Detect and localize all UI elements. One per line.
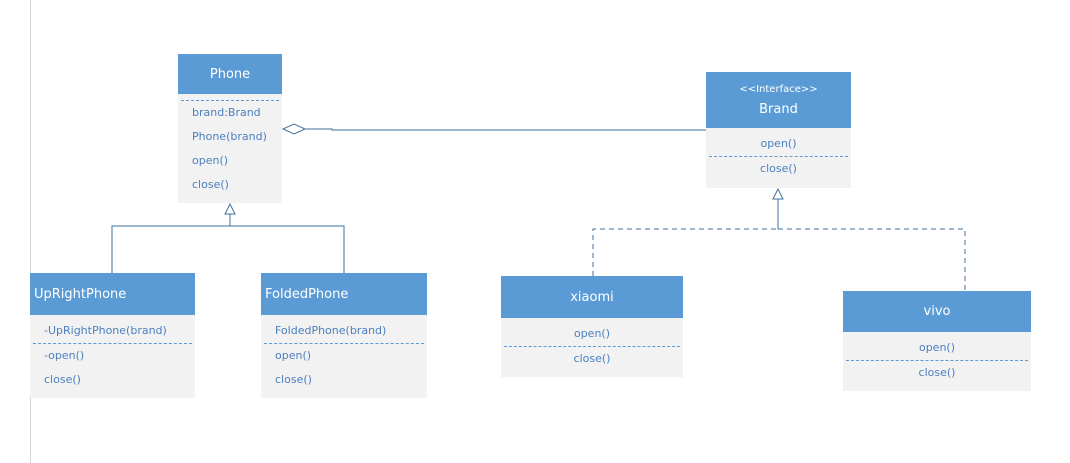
realization-line-vivo[interactable] (778, 228, 966, 290)
method-open: open() (275, 349, 312, 362)
method-close: close() (192, 178, 229, 191)
class-name: vivo (923, 304, 951, 319)
method-close: close() (760, 162, 797, 175)
class-folded-phone[interactable]: FoldedPhone FoldedPhone(brand) open() cl… (261, 273, 427, 398)
method-open: open() (760, 137, 797, 150)
method-open: open() (573, 327, 611, 340)
realization-line-xiaomi[interactable] (592, 228, 778, 276)
aggregation-line[interactable] (305, 128, 706, 131)
class-upright-phone-header: UpRightPhone (30, 273, 195, 315)
separator (181, 100, 279, 101)
class-vivo[interactable]: vivo open() close() (843, 291, 1031, 391)
class-phone[interactable]: Phone brand:Brand Phone(brand) open() cl… (178, 54, 282, 203)
inheritance-line-upright[interactable] (111, 225, 230, 273)
class-brand-header: <<Interface>> Brand (706, 72, 851, 128)
method-open: -open() (44, 349, 85, 362)
method-constructor: -UpRightPhone(brand) (44, 324, 167, 337)
class-xiaomi-header: xiaomi (501, 276, 683, 318)
class-upright-phone[interactable]: UpRightPhone -UpRightPhone(brand) -open(… (30, 273, 195, 398)
method-close: close() (918, 366, 956, 379)
separator (264, 343, 424, 344)
method-constructor: FoldedPhone(brand) (275, 324, 387, 337)
method-close: close() (44, 373, 81, 386)
page-margin (0, 0, 31, 463)
class-xiaomi[interactable]: xiaomi open() close() (501, 276, 683, 377)
method-open: open() (918, 341, 956, 354)
separator (709, 156, 848, 157)
attribute-brand: brand:Brand (192, 106, 261, 119)
aggregation-diamond (281, 123, 307, 135)
class-name: Brand (759, 101, 798, 117)
separator (846, 360, 1028, 361)
method-constructor: Phone(brand) (192, 130, 267, 143)
class-name: xiaomi (570, 289, 614, 305)
separator (33, 343, 192, 344)
class-name: Phone (209, 66, 251, 82)
stereotype-label: <<Interface>> (739, 83, 818, 95)
separator (504, 346, 680, 347)
class-phone-header: Phone (178, 54, 282, 94)
class-brand[interactable]: <<Interface>> Brand open() close() (706, 72, 851, 188)
inheritance-arrow-phone (224, 202, 236, 215)
method-open: open() (192, 154, 229, 167)
method-close: close() (275, 373, 312, 386)
class-name: UpRightPhone (34, 286, 127, 302)
method-close: close() (573, 352, 611, 365)
class-vivo-header: vivo (843, 291, 1031, 332)
class-name: FoldedPhone (265, 286, 349, 302)
realization-arrow-brand (772, 187, 784, 200)
class-folded-phone-header: FoldedPhone (261, 273, 427, 315)
inheritance-line-folded[interactable] (230, 225, 345, 273)
